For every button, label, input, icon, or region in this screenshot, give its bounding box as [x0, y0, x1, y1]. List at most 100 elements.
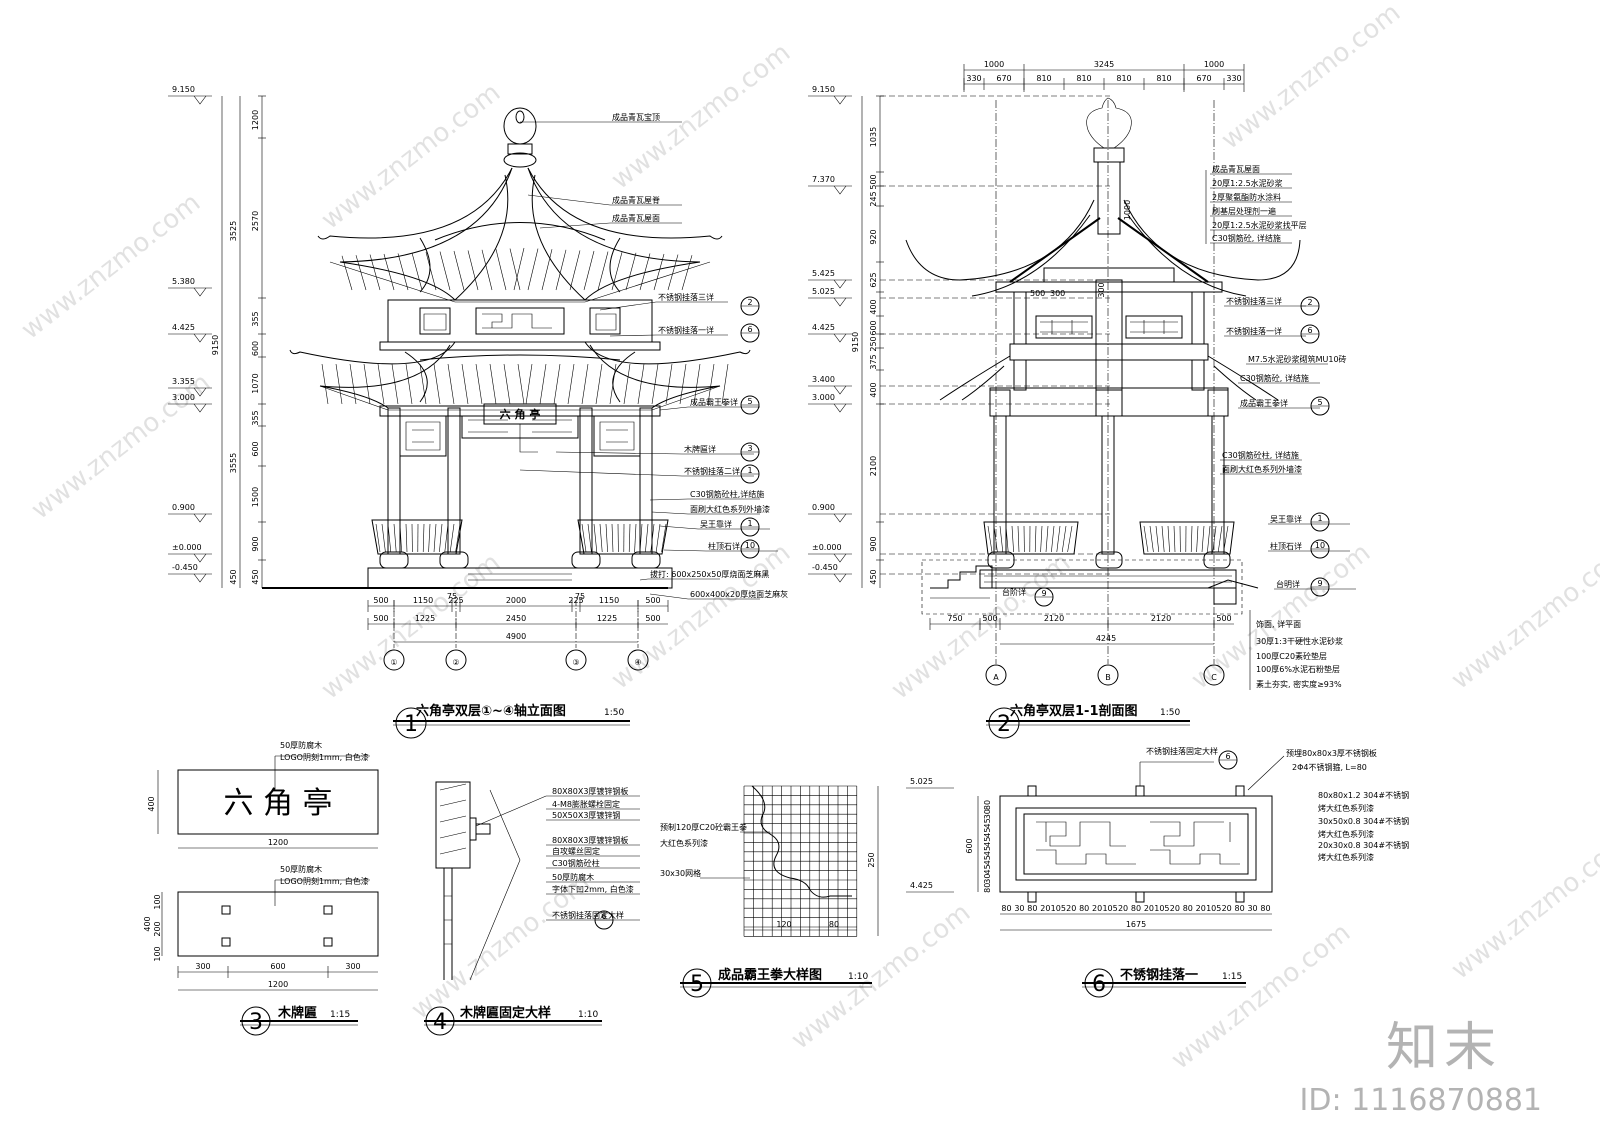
fixing-title-text: 木牌匾固定大样	[459, 1005, 551, 1021]
vertical-dim-total: 450	[229, 569, 238, 584]
section-callout-ref: 1	[1317, 514, 1322, 523]
level-label: -0.450	[812, 563, 838, 572]
vertical-dim: 250	[869, 336, 878, 351]
gualuo-title-text: 不锈钢挂落一	[1120, 967, 1198, 983]
vertical-dim: 355	[251, 311, 260, 326]
level-label: 9.150	[172, 85, 195, 94]
top-dim: 75	[575, 592, 585, 601]
gualuo-side-dim: 45	[983, 828, 992, 838]
gualuo-bottom-dim: 80	[1079, 904, 1089, 913]
plaque-note: LOGO阴刻1mm, 白色漆	[280, 752, 369, 762]
plaque-side-dim: 100	[153, 946, 162, 961]
bawangquan-title-text: 成品霸王拳大样图	[718, 967, 822, 983]
elevation-view: 9.1505.3804.4253.3553.0000.900±0.000-0.4…	[168, 85, 788, 739]
vertical-dim: 400	[869, 382, 878, 397]
section-callout-label: 台阶详	[1002, 587, 1026, 597]
section-callout-ref: 2	[1307, 298, 1312, 307]
level-label: 4.425	[910, 881, 933, 890]
section-callout-label: 成品霸王拳详	[1240, 398, 1288, 408]
vertical-dim: 600	[869, 320, 878, 335]
vertical-dim: 900	[251, 536, 260, 551]
vertical-dim-total: 9150	[851, 332, 860, 352]
vertical-dim: 1070	[251, 373, 260, 393]
horizontal-dim: 500	[982, 614, 997, 623]
floor-layer-label: 30厚1:3干硬性水泥砂浆	[1256, 636, 1343, 646]
elevation-labels: 成品青瓦宝顶成品青瓦屋脊成品青瓦屋面不锈钢挂落三详不锈钢挂落一详成品霸王拳详木牌…	[519, 112, 788, 600]
vertical-dim: 355	[251, 410, 260, 425]
section-callout-label: C30钢筋砼, 详结施	[1212, 233, 1281, 243]
elevation-callout-label: 面刷大红色系列外墙漆	[690, 504, 770, 514]
gualuo-label: 20x30x0.8 304#不锈钢	[1318, 840, 1409, 850]
horizontal-dim: 500	[373, 614, 388, 623]
gualuo-side-dim: 80	[983, 883, 992, 893]
bawangquan-title-number: 5	[690, 972, 704, 997]
bawangquan-title-scale: 1:10	[848, 972, 868, 982]
watermark-text: www.znzmo.com	[26, 368, 216, 526]
inner-dim: 300	[1097, 282, 1106, 297]
elevation-callout-label: 吴王靠详	[700, 519, 732, 529]
gualuo-label: 烤大红色系列漆	[1318, 829, 1374, 839]
level-label: -0.450	[172, 563, 198, 572]
vertical-dim: 450	[251, 569, 260, 584]
elevation-callout-label: 不锈钢挂落二详	[684, 466, 740, 476]
bawangquan-height: 250	[867, 852, 876, 867]
elevation-callout-label: 成品青瓦屋面	[612, 213, 660, 223]
lower-roof-tiles	[321, 363, 729, 405]
horizontal-dim: 2000	[506, 596, 526, 605]
plaque-dim: 300	[345, 962, 360, 971]
inner-dim: 500	[1030, 289, 1045, 298]
level-label: 4.425	[812, 323, 835, 332]
plaque-note: 50厚防腐木	[280, 740, 322, 750]
section-callout-ref: 9	[1041, 589, 1046, 598]
level-label: 3.000	[172, 393, 195, 402]
top-dim: 810	[1116, 74, 1131, 83]
horizontal-dim: 1225	[597, 614, 617, 623]
top-dim: 1000	[1204, 60, 1224, 69]
elevation-callout-label: 成品青瓦屋脊	[612, 195, 660, 205]
section-view: 9.1507.3705.4255.0254.4253.4003.0000.900…	[808, 60, 1356, 739]
bawangquan-label: 大红色系列漆	[660, 838, 708, 848]
level-label: 7.370	[812, 175, 835, 184]
axis-label: B	[1105, 673, 1111, 682]
fixing-label: 80X80X3厚镀锌钢板	[552, 835, 628, 845]
horizontal-dim: 1225	[415, 614, 435, 623]
floor-layer-label: 100厚C20素砼垫层	[1256, 651, 1327, 661]
gualuo-bottom-dim: 80	[1027, 904, 1037, 913]
watermark-text: www.znzmo.com	[1216, 0, 1406, 156]
gualuo-label: 2Φ4不锈钢箍, L=80	[1292, 762, 1367, 772]
inner-dim: 1000	[1123, 200, 1132, 220]
fixing-label: 4-M8膨胀螺栓固定	[552, 799, 620, 809]
vertical-dim: 500	[869, 174, 878, 189]
elevation-callout-ref: 1	[747, 466, 752, 475]
image-id: ID: 1116870881	[1299, 1083, 1542, 1118]
top-dim: 810	[1156, 74, 1171, 83]
gualuo-bottom-dim: 20	[1144, 904, 1154, 913]
horizontal-dim: 500	[1216, 614, 1231, 623]
gualuo-side-dim: 30	[983, 874, 992, 884]
vertical-dim-total: 9150	[211, 335, 220, 355]
gualuo-side-dim: 45	[983, 855, 992, 865]
elevation-plaque-text: 六 角 亭	[500, 407, 541, 421]
plaque-dim: 300	[195, 962, 210, 971]
elevation-callout-label: 成品霸王拳详	[690, 397, 738, 407]
plaque-title-number: 3	[249, 1010, 263, 1035]
level-label: 4.425	[172, 323, 195, 332]
axis-label: ①	[390, 658, 397, 667]
level-label: 5.025	[910, 777, 933, 786]
plaque-notes-1: 50厚防腐木 LOGO阴刻1mm, 白色漆	[274, 740, 370, 790]
elevation-callout-label: 拔打: 600x250x50厚烧面芝麻黑	[650, 569, 769, 579]
section-callout-label: 面刷大红色系列外墙漆	[1222, 464, 1302, 474]
gualuo-bottom-dim: 105	[1206, 904, 1221, 913]
section-callout-label: M7.5水泥砂浆砌筑MU10砖	[1248, 354, 1347, 364]
watermark-text: www.znzmo.com	[886, 548, 1076, 706]
gualuo-bottom-dim: 30	[1014, 904, 1024, 913]
vertical-dim: 900	[869, 536, 878, 551]
